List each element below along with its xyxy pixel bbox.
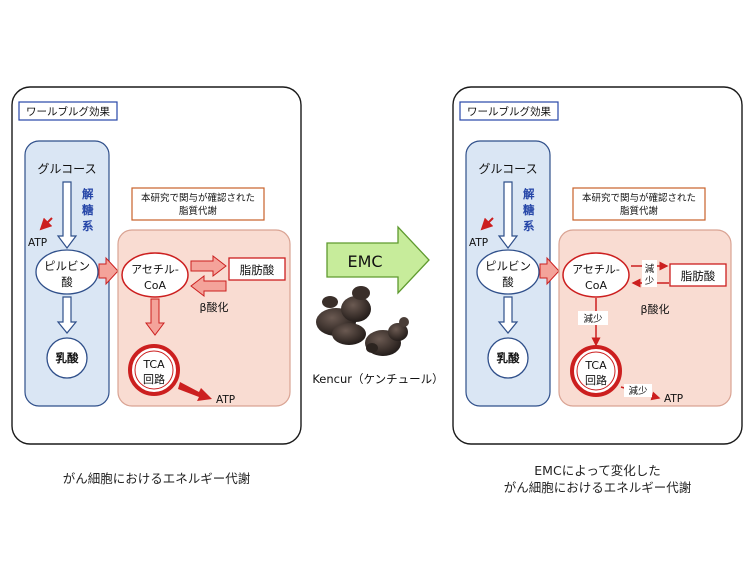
- left-caption-text: がん細胞におけるエネルギー代謝: [62, 471, 251, 486]
- tca-atp-label: ATP: [216, 394, 235, 406]
- tca-line-1: TCA: [142, 358, 165, 371]
- glycolysis-arrow: [56, 181, 78, 249]
- tca-atp-label: ATP: [664, 393, 683, 405]
- fatty-acid-label: 脂肪酸: [240, 263, 275, 277]
- pyruvate-to-acetyl-arrow: [98, 256, 119, 286]
- glycolysis-char-1: 解: [82, 187, 94, 201]
- right-caption: EMCによって変化した がん細胞におけるエネルギー代謝: [453, 462, 742, 496]
- tca-inner-ring: [134, 350, 174, 390]
- acetyl-line-1: アセチル-: [131, 263, 179, 276]
- acetyl-coa-node: [121, 252, 189, 298]
- glycolysis-char-3: 系: [523, 219, 535, 233]
- pyruvate-node: [476, 249, 540, 295]
- atp-label: ATP: [28, 237, 47, 249]
- decrease-tca-badge: [578, 311, 608, 325]
- decrease-fatty-char-1: 減: [645, 263, 655, 275]
- glycolysis-char-3: 系: [82, 219, 94, 233]
- acetyl-coa-node: [562, 252, 630, 298]
- lipid-box-line-1: 本研究で関与が確認された: [582, 192, 696, 204]
- left-caption: がん細胞におけるエネルギー代謝: [12, 470, 301, 487]
- kencur-root-image: [316, 286, 409, 356]
- acetyl-to-fatty-arrow: [190, 254, 227, 278]
- lactate-node: [46, 337, 88, 379]
- acetyl-line-2: CoA: [585, 279, 607, 292]
- glycolysis-char-2: 糖: [82, 203, 94, 217]
- glycolysis-arrow: [497, 181, 519, 249]
- tca-inner-ring: [576, 351, 616, 391]
- acetyl-line-1: アセチル-: [572, 263, 620, 276]
- lipid-box-line-2: 脂質代謝: [179, 205, 218, 217]
- emc-arrow: [326, 225, 430, 295]
- pyruvate-line-2: 酸: [61, 275, 73, 289]
- acetyl-to-tca-arrow: [145, 298, 165, 336]
- right-panel: ワールブルグ効果 グルコース 解 糖 系 ATP ピルビン 酸 乳酸 本研究で関…: [452, 86, 743, 445]
- tca-line-2: 回路: [585, 374, 607, 387]
- kencur-label: Kencur（ケンチュール）: [312, 372, 443, 386]
- glucose-label: グルコース: [478, 162, 537, 176]
- tca-node: [570, 345, 622, 397]
- pyruvate-node: [35, 249, 99, 295]
- atp-label: ATP: [469, 237, 488, 249]
- emc-label: EMC: [347, 252, 382, 271]
- glycolysis-char-1: 解: [523, 187, 535, 201]
- lactate-node: [487, 337, 529, 379]
- glycolysis-char-2: 糖: [523, 203, 535, 217]
- atp-release-arrow: [39, 217, 53, 231]
- decrease-fatty-badge: [642, 260, 657, 287]
- fatty-acid-box: [669, 263, 727, 287]
- fatty-to-acetyl-arrow: [190, 274, 227, 298]
- warburg-title-box: [459, 101, 559, 121]
- warburg-title-box: [18, 101, 118, 121]
- pyruvate-line-1: ピルビン: [485, 259, 531, 273]
- tca-line-2: 回路: [143, 373, 165, 386]
- left-panel: ワールブルグ効果 グルコース 解 糖 系 ATP ピルビン 酸 乳酸 本研究で関…: [11, 86, 302, 445]
- pyruvate-to-lactate-arrow: [56, 296, 78, 334]
- pyruvate-line-1: ピルビン: [44, 259, 90, 273]
- lipid-metabolism-box: [131, 187, 265, 221]
- pyruvate-to-acetyl-arrow: [539, 256, 560, 286]
- fatty-acid-box: [228, 257, 286, 281]
- tca-to-atp-arrow: [178, 382, 212, 401]
- beta-oxidation-label: β酸化: [640, 302, 669, 316]
- tca-line-1: TCA: [584, 359, 607, 372]
- decrease-atp-badge: [624, 384, 652, 397]
- decrease-tca-label: 減少: [583, 313, 603, 325]
- warburg-title: ワールブルグ効果: [26, 105, 110, 118]
- acetyl-line-2: CoA: [144, 279, 166, 292]
- glucose-label: グルコース: [37, 162, 96, 176]
- beta-oxidation-label: β酸化: [199, 300, 228, 314]
- fatty-acid-label: 脂肪酸: [681, 269, 716, 283]
- middle-section: EMC Kencur（ケンチュール）: [312, 225, 444, 386]
- right-caption-line-1: EMCによって変化した: [534, 463, 661, 478]
- warburg-title: ワールブルグ効果: [467, 105, 551, 118]
- tca-node: [128, 344, 180, 396]
- atp-release-arrow: [480, 217, 494, 231]
- right-caption-line-2: がん細胞におけるエネルギー代謝: [503, 480, 692, 495]
- lipid-metabolism-box: [572, 187, 706, 221]
- pyruvate-line-2: 酸: [502, 275, 514, 289]
- lipid-box-line-1: 本研究で関与が確認された: [141, 192, 255, 204]
- decrease-fatty-char-2: 少: [645, 276, 655, 287]
- lactate-label: 乳酸: [56, 351, 79, 365]
- decrease-atp-label: 減少: [628, 385, 648, 397]
- pyruvate-to-lactate-arrow: [497, 296, 519, 334]
- lipid-box-line-2: 脂質代謝: [620, 205, 659, 217]
- lactate-label: 乳酸: [497, 351, 520, 365]
